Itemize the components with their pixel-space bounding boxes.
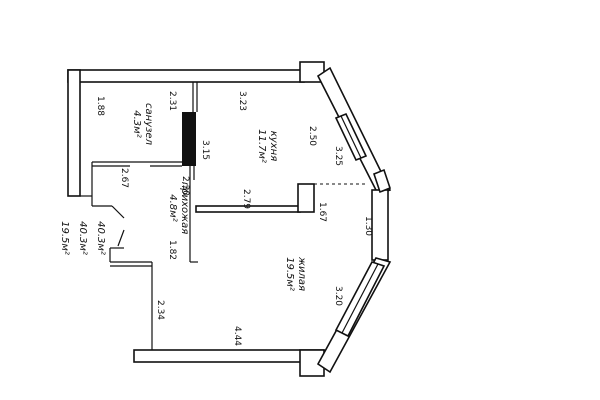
dim-bath-top: 2.31 <box>167 91 177 111</box>
kitchen-name: кухня <box>268 131 279 161</box>
dim-kitchen-left: 3.15 <box>200 140 210 160</box>
total-area-2: 40.3м² <box>95 221 106 255</box>
dim-living-bottom: 4.44 <box>232 326 242 346</box>
dim-kitchen-window: 3.25 <box>333 146 343 166</box>
hallway-label: прихожая 4.8м² <box>167 182 190 235</box>
hallway-name: прихожая <box>179 182 190 235</box>
dim-kitchen-bottom: 2.79 <box>241 189 251 209</box>
left-wall-upper <box>67 69 81 197</box>
living-label: жилая 19.5м² <box>284 256 307 291</box>
dim-kitchen-top: 3.23 <box>237 91 247 111</box>
top-wall <box>67 69 305 83</box>
area-totals: 19.5м² 40.3м² 40.3м² <box>59 221 106 255</box>
bathroom-name: санузел <box>143 103 154 146</box>
living-name: жилая <box>296 256 307 291</box>
bottom-wall <box>133 349 325 363</box>
dim-hall-wall: 2.30 <box>180 176 190 196</box>
total-living-area: 19.5м² <box>59 221 70 255</box>
dim-living-window: 3.20 <box>333 286 343 306</box>
bay-window-top <box>373 168 391 194</box>
dim-bath-bottom: 2.67 <box>119 168 129 188</box>
kitchen-label: кухня 11.7м² <box>256 129 279 163</box>
windows <box>334 112 391 338</box>
dim-living-left: 2.34 <box>155 300 165 320</box>
bathroom-area: 4.3м² <box>131 110 142 137</box>
living-area: 19.5м² <box>284 257 295 291</box>
dim-hall-bottom: 1.82 <box>167 240 177 260</box>
bathroom-label: санузел 4.3м² <box>131 103 154 146</box>
dim-bath-left: 1.88 <box>95 96 105 116</box>
dim-living-partition: 1.67 <box>317 202 327 222</box>
kitchen-column <box>297 183 315 213</box>
dim-bay-wall: 1.30 <box>363 216 373 236</box>
bay-wall <box>371 189 389 261</box>
dim-kitchen-mid: 2.50 <box>307 126 317 146</box>
bath-kitchen-partition <box>182 112 196 166</box>
kitchen-area: 11.7м² <box>256 129 267 163</box>
partitions <box>80 82 368 350</box>
hallway-area: 4.8м² <box>167 194 178 221</box>
dimensions: 1.88 2.31 2.67 3.23 3.15 2.50 3.25 2.79 … <box>95 91 373 346</box>
total-area: 40.3м² <box>77 221 88 255</box>
